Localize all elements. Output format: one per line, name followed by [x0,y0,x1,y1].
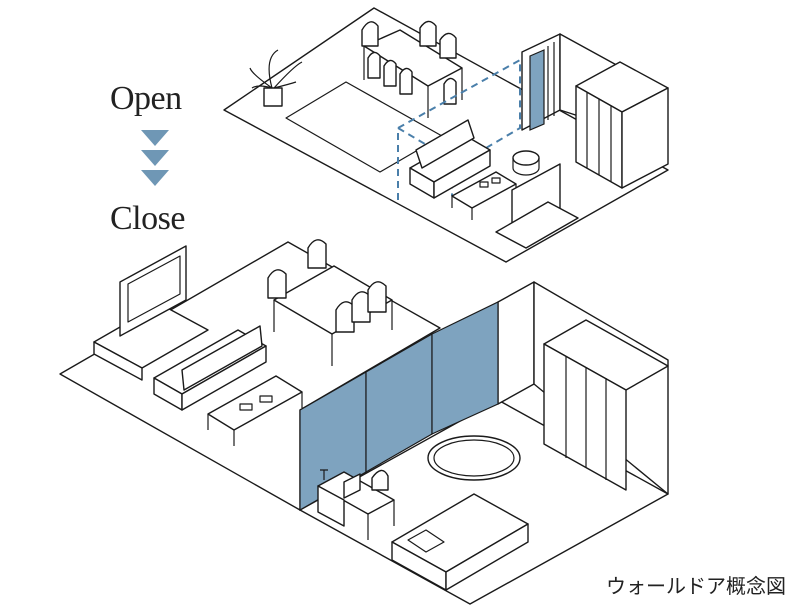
closed-room-scene [59,239,669,605]
closed-tv [93,245,209,381]
transition-arrows [141,130,169,186]
open-room-scene [223,7,669,263]
closed-back-wall [497,281,535,405]
open-tv [495,163,579,249]
plant-icon [249,49,303,107]
down-arrow-icon [141,150,169,166]
closed-sofa [153,325,267,411]
open-sofa [409,119,491,199]
close-label: Close [110,200,185,237]
closed-dining-table [267,239,393,366]
closed-round-rug [427,435,521,481]
diagram-caption: ウォールドア概念図 [606,574,786,598]
open-ottoman [512,150,540,166]
closed-bed [391,493,529,591]
folded-wall-door [521,33,561,131]
open-wardrobe [575,61,669,189]
down-arrow-icon [141,130,169,146]
closed-wardrobe [543,319,669,491]
open-dining-table [361,20,463,118]
closed-desk [317,469,395,540]
open-label: Open [110,80,182,117]
down-arrow-icon [141,170,169,186]
closed-coffee-table [207,375,303,446]
